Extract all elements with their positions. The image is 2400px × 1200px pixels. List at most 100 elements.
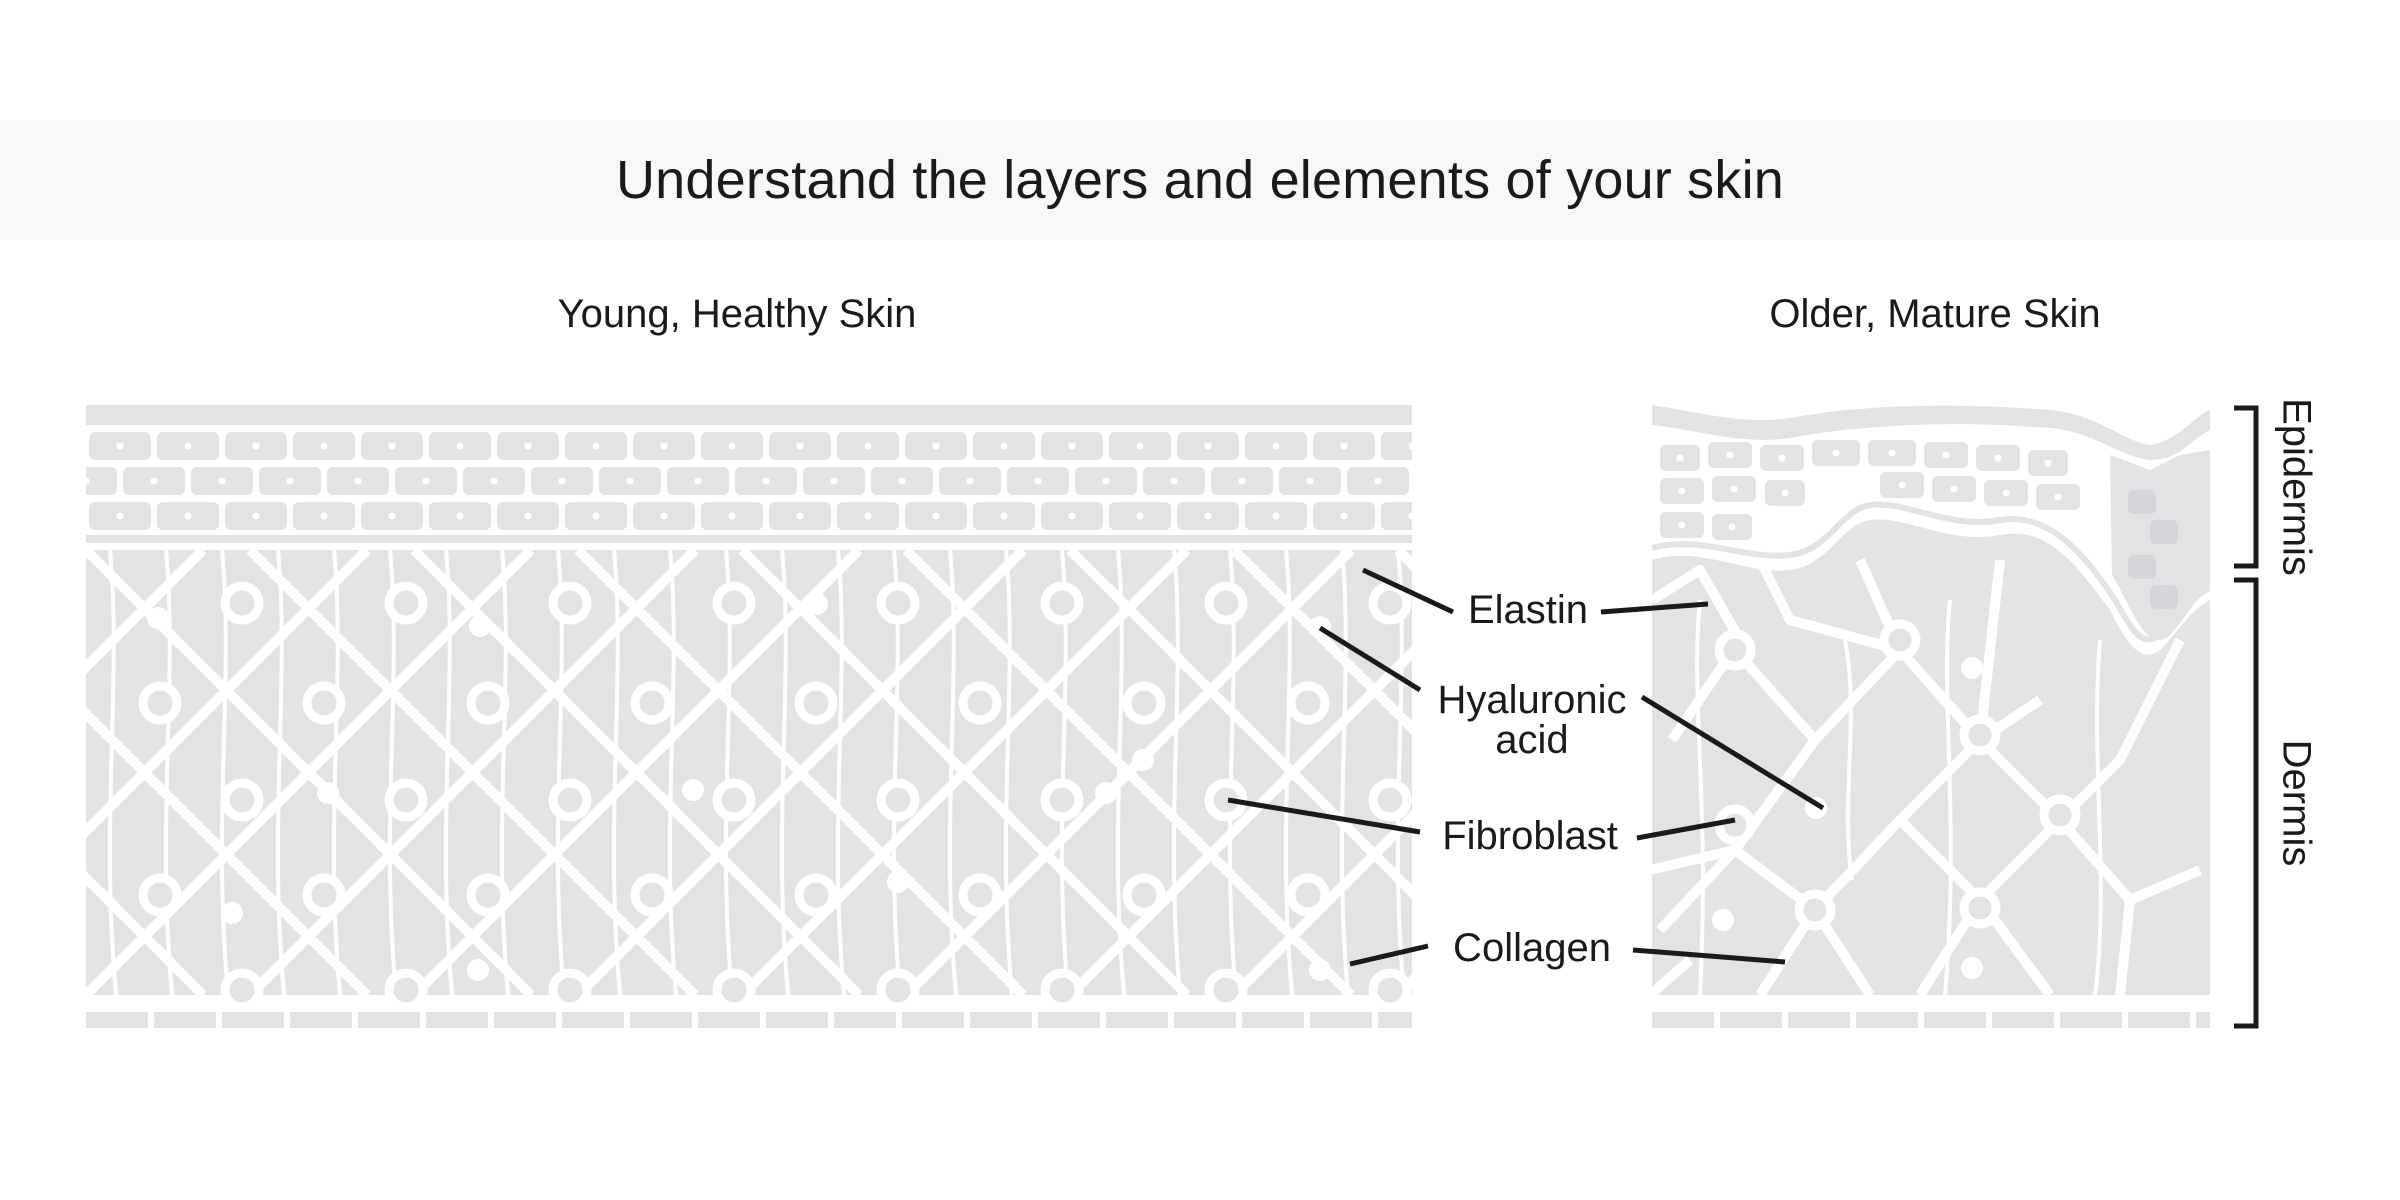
cell-nucleus bbox=[1676, 454, 1684, 462]
cell-nucleus bbox=[1728, 523, 1736, 531]
hyaluronic-acid-dot bbox=[887, 871, 909, 893]
bottom-cell bbox=[1378, 1012, 1412, 1028]
collagen-fiber bbox=[2056, 637, 2185, 824]
cell-nucleus bbox=[1136, 512, 1144, 520]
elastin-fiber bbox=[1003, 549, 1014, 996]
bottom-cell bbox=[1174, 1012, 1236, 1028]
bottom-cell bbox=[86, 1012, 148, 1028]
cell-nucleus bbox=[1068, 442, 1076, 450]
cell-nucleus bbox=[1730, 485, 1738, 493]
epidermis-bracket bbox=[2234, 405, 2259, 569]
cell-nucleus bbox=[1068, 512, 1076, 520]
fibroblast-node bbox=[466, 681, 510, 725]
fibroblast-node bbox=[220, 778, 264, 822]
cell-nucleus bbox=[524, 442, 532, 450]
fibroblast-node bbox=[220, 581, 264, 625]
cell-nucleus bbox=[1408, 512, 1412, 520]
elastin-fiber bbox=[107, 549, 118, 996]
collagen-fiber bbox=[1656, 646, 1820, 934]
cell-nucleus bbox=[626, 477, 634, 485]
fibroblast-node bbox=[1122, 681, 1166, 725]
elastin-fiber bbox=[443, 549, 454, 996]
cell-nucleus bbox=[592, 512, 600, 520]
hyaluronic-leader-right bbox=[1640, 694, 1825, 811]
cell-nucleus bbox=[184, 442, 192, 450]
bottom-cell bbox=[2060, 1012, 2122, 1028]
cell-nucleus bbox=[388, 442, 396, 450]
cell-nucleus bbox=[728, 442, 736, 450]
label-hyaluronic-acid: Hyaluronic acid bbox=[1438, 680, 1627, 760]
cell-nucleus bbox=[592, 442, 600, 450]
cell-nucleus bbox=[1204, 512, 1212, 520]
cell-nucleus bbox=[252, 512, 260, 520]
cell-nucleus bbox=[1340, 512, 1348, 520]
cell-nucleus bbox=[1374, 477, 1382, 485]
cell-nucleus bbox=[1272, 442, 1280, 450]
elastin-fiber bbox=[275, 549, 286, 996]
old-epidermis-cells bbox=[1660, 440, 2080, 540]
fibroblast-node bbox=[302, 681, 346, 725]
bottom-cell bbox=[970, 1012, 1032, 1028]
cell-nucleus bbox=[762, 477, 770, 485]
collagen-fiber bbox=[1652, 565, 1745, 743]
fibroblast-node bbox=[1794, 889, 1836, 931]
bottom-cell bbox=[494, 1012, 556, 1028]
fold-cell bbox=[2150, 585, 2178, 609]
bottom-cell bbox=[154, 1012, 216, 1028]
fibroblast-node bbox=[876, 778, 920, 822]
bottom-cell bbox=[1788, 1012, 1850, 1028]
cell-nucleus bbox=[1000, 512, 1008, 520]
fibroblast-node bbox=[876, 581, 920, 625]
old-fibroblast-nodes bbox=[1712, 619, 2081, 979]
fibroblast-node bbox=[1204, 581, 1248, 625]
cell-nucleus bbox=[1888, 449, 1896, 457]
cell-nucleus bbox=[1898, 481, 1906, 489]
elastin-fiber bbox=[1843, 639, 1854, 881]
cell-nucleus bbox=[388, 512, 396, 520]
cell-nucleus bbox=[864, 442, 872, 450]
cell-nucleus bbox=[456, 442, 464, 450]
cell-nucleus bbox=[1034, 477, 1042, 485]
elastin-leader-right bbox=[1600, 601, 1709, 615]
cell-nucleus bbox=[1102, 477, 1110, 485]
cell-nucleus bbox=[1942, 451, 1950, 459]
hyaluronic-acid-dot bbox=[1309, 959, 1331, 981]
bottom-cell bbox=[222, 1012, 284, 1028]
collagen-fiber bbox=[86, 546, 535, 999]
young-bottom-layer bbox=[86, 1012, 1412, 1028]
elastin-fiber bbox=[499, 549, 510, 996]
cell-nucleus bbox=[354, 477, 362, 485]
hyaluronic-acid-dot bbox=[1961, 957, 1983, 979]
fibroblast-node bbox=[958, 681, 1002, 725]
collagen-fiber bbox=[902, 546, 1355, 999]
bottom-cell bbox=[902, 1012, 964, 1028]
collagen-fiber bbox=[410, 546, 863, 999]
young-collagen-mesh bbox=[86, 546, 1412, 1012]
cell-nucleus bbox=[1994, 454, 2002, 462]
fibroblast-node bbox=[220, 968, 264, 1012]
fibroblast-node bbox=[794, 681, 838, 725]
fibroblast-node bbox=[548, 778, 592, 822]
epidermis-cell bbox=[86, 467, 117, 495]
cell-nucleus bbox=[490, 477, 498, 485]
fold-cell bbox=[2128, 490, 2156, 514]
bottom-cell bbox=[834, 1012, 896, 1028]
cell-nucleus bbox=[1726, 451, 1734, 459]
elastin-fiber bbox=[667, 549, 678, 996]
old-top-wave bbox=[1652, 405, 2210, 460]
fibroblast-node bbox=[466, 873, 510, 917]
label-epidermis: Epidermis bbox=[2274, 398, 2319, 576]
collagen-fiber bbox=[1230, 546, 1412, 736]
hyaluronic-acid-dot bbox=[1132, 749, 1154, 771]
fibroblast-node bbox=[2039, 794, 2081, 836]
cell-nucleus bbox=[2044, 459, 2052, 467]
fibroblast-node bbox=[548, 581, 592, 625]
fibroblast-leader-left bbox=[1227, 797, 1421, 835]
hyaluronic-acid-dot bbox=[1712, 909, 1734, 931]
collagen-fiber bbox=[1230, 809, 1412, 999]
fibroblast-node bbox=[1714, 804, 1756, 846]
hyaluronic-acid-dot bbox=[469, 615, 491, 637]
layer-brackets bbox=[2234, 405, 2259, 1029]
cell-nucleus bbox=[422, 477, 430, 485]
